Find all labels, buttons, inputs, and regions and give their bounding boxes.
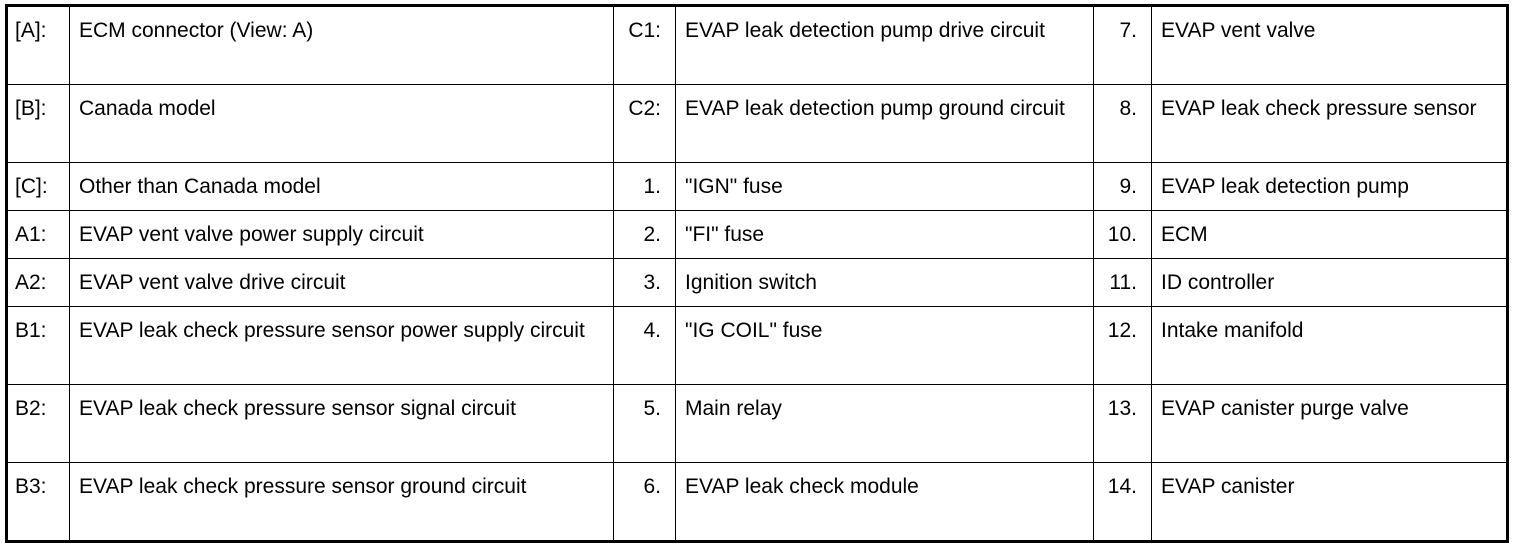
row-description: Other than Canada model bbox=[69, 162, 614, 211]
row-description: Intake manifold bbox=[1151, 306, 1507, 385]
row-description: EVAP leak check pressure sensor bbox=[1151, 84, 1507, 163]
row-label: [A]: bbox=[7, 6, 70, 85]
row-label: 13. bbox=[1093, 384, 1152, 463]
row-description: EVAP leak check pressure sensor power su… bbox=[69, 306, 614, 385]
table-row: B3: EVAP leak check pressure sensor grou… bbox=[7, 462, 1507, 541]
row-label: 3. bbox=[613, 258, 676, 307]
row-label: [C]: bbox=[7, 162, 70, 211]
row-description: Canada model bbox=[69, 84, 614, 163]
row-description: EVAP leak detection pump bbox=[1151, 162, 1507, 211]
row-label: B2: bbox=[7, 384, 70, 463]
row-label: A1: bbox=[7, 210, 70, 259]
row-description: EVAP leak check module bbox=[675, 462, 1094, 541]
row-label: 8. bbox=[1093, 84, 1152, 163]
table-row: A1: EVAP vent valve power supply circuit… bbox=[7, 210, 1507, 259]
table-row: A2: EVAP vent valve drive circuit 3. Ign… bbox=[7, 258, 1507, 307]
table-row: [B]: Canada model C2: EVAP leak detectio… bbox=[7, 84, 1507, 163]
row-description: Ignition switch bbox=[675, 258, 1094, 307]
row-description: EVAP canister purge valve bbox=[1151, 384, 1507, 463]
row-description: EVAP leak detection pump drive circuit bbox=[675, 6, 1094, 85]
row-label: B1: bbox=[7, 306, 70, 385]
row-label: 9. bbox=[1093, 162, 1152, 211]
row-description: EVAP vent valve bbox=[1151, 6, 1507, 85]
row-description: "IGN" fuse bbox=[675, 162, 1094, 211]
row-description: "FI" fuse bbox=[675, 210, 1094, 259]
row-label: 2. bbox=[613, 210, 676, 259]
row-label: 12. bbox=[1093, 306, 1152, 385]
table-row: B1: EVAP leak check pressure sensor powe… bbox=[7, 306, 1507, 385]
row-description: EVAP leak check pressure sensor ground c… bbox=[69, 462, 614, 541]
table-row: [A]: ECM connector (View: A) C1: EVAP le… bbox=[7, 6, 1507, 85]
row-label: 11. bbox=[1093, 258, 1152, 307]
row-description: EVAP leak check pressure sensor signal c… bbox=[69, 384, 614, 463]
row-label: 10. bbox=[1093, 210, 1152, 259]
table-row: [C]: Other than Canada model 1. "IGN" fu… bbox=[7, 162, 1507, 211]
row-description: EVAP canister bbox=[1151, 462, 1507, 541]
row-label: A2: bbox=[7, 258, 70, 307]
row-description: Main relay bbox=[675, 384, 1094, 463]
row-label: [B]: bbox=[7, 84, 70, 163]
row-description: "IG COIL" fuse bbox=[675, 306, 1094, 385]
table-row: B2: EVAP leak check pressure sensor sign… bbox=[7, 384, 1507, 463]
row-description: ECM connector (View: A) bbox=[69, 6, 614, 85]
row-label: 4. bbox=[613, 306, 676, 385]
row-description: ECM bbox=[1151, 210, 1507, 259]
row-description: ID controller bbox=[1151, 258, 1507, 307]
row-label: C1: bbox=[613, 6, 676, 85]
row-label: 14. bbox=[1093, 462, 1152, 541]
row-description: EVAP leak detection pump ground circuit bbox=[675, 84, 1094, 163]
row-description: EVAP vent valve drive circuit bbox=[69, 258, 614, 307]
row-label: 6. bbox=[613, 462, 676, 541]
row-label: 7. bbox=[1093, 6, 1152, 85]
row-label: B3: bbox=[7, 462, 70, 541]
row-label: 5. bbox=[613, 384, 676, 463]
legend-table: [A]: ECM connector (View: A) C1: EVAP le… bbox=[5, 4, 1509, 543]
row-label: 1. bbox=[613, 162, 676, 211]
row-description: EVAP vent valve power supply circuit bbox=[69, 210, 614, 259]
row-label: C2: bbox=[613, 84, 676, 163]
